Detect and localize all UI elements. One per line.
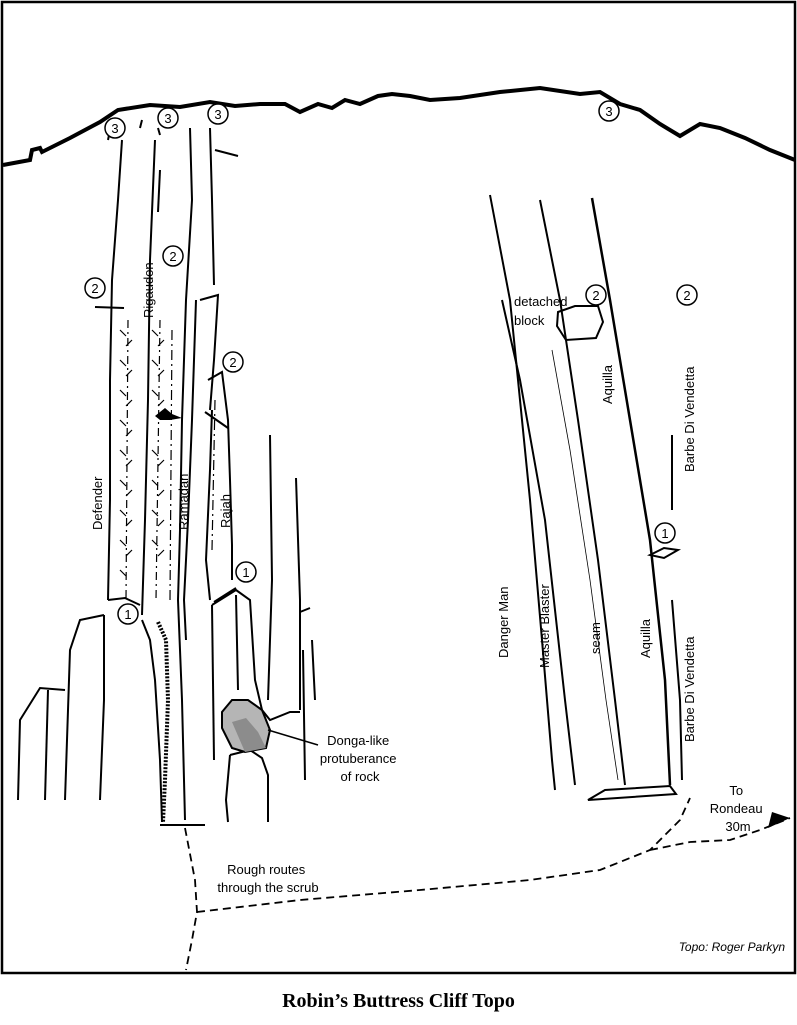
pitch-markers [84,100,698,625]
pitch-number: 3 [164,111,171,126]
diagram-border [0,0,797,975]
pitch-marker-3a [104,117,126,139]
route-label-rigaudon: Rigaudon [141,262,156,318]
annotation-donga: Donga-like protuberance of rock [320,733,400,784]
route-label-aquilla-upper: Aquilla [600,364,615,404]
route-label-danger-man: Danger Man [496,586,511,658]
pitch-marker-2c [222,351,244,373]
route-label-defender: Defender [90,476,105,530]
donga-leader-line [267,729,319,746]
route-label-ramadan: Ramadan [176,474,191,530]
route-label-barbe-lower: Barbe Di Vendetta [682,636,697,742]
route-label-barbe-upper: Barbe Di Vendetta [682,366,697,472]
arrow-to-rondeau [768,812,790,828]
pitch-marker-2b [162,245,184,267]
pitch-marker-3c [207,103,229,125]
bush-blob [155,408,182,420]
pitch-numbers: 3 3 3 3 2 2 2 2 2 1 1 1 [91,104,690,622]
seam-line [551,349,619,781]
pitch-number: 3 [605,104,612,119]
pitch-marker-2e [676,284,698,306]
cliff-topo-diagram: Defender Rigaudon Ramadan Rajah Danger M… [0,0,797,975]
pitch-number: 1 [124,607,131,622]
route-label-rajah: Rajah [218,494,233,528]
pitch-number: 2 [169,249,176,264]
pitch-marker-1c [654,522,676,544]
annotation-rough-routes: Rough routes through the scrub [217,862,318,895]
pitch-marker-1a [117,603,139,625]
pitch-number: 3 [214,107,221,122]
chimney-crack-texture [156,621,171,823]
defender-crack-hatching [119,319,216,601]
right-buttress-lines [489,194,683,801]
annotation-to-rondeau: To Rondeau 30m [710,783,766,834]
pitch-marker-2a [84,277,106,299]
figure-caption: Robin’s Buttress Cliff Topo [282,990,515,1012]
pitch-number: 3 [111,121,118,136]
donga-boulder [221,699,272,754]
pitch-marker-3d [598,100,620,122]
route-label-master-blaster: Master Blaster [537,584,552,668]
pitch-marker-2d [585,284,607,306]
pitch-marker-1b [235,561,257,583]
pitch-number: 1 [661,526,668,541]
ledge-rajah [213,587,237,603]
left-buttress-lines [17,119,316,826]
pitch-number: 2 [592,288,599,303]
pitch-number: 2 [683,288,690,303]
pitch-number: 2 [91,281,98,296]
pitch-number: 2 [229,355,236,370]
pitch-marker-3b [157,107,179,129]
credit-text: Topo: Roger Parkyn [679,940,786,954]
annotation-detached-block: detached block [514,294,571,328]
pitch-number: 1 [242,565,249,580]
cliff-top-outline [2,85,796,167]
ledge-left [94,306,125,309]
route-label-aquilla-lower: Aquilla [638,618,653,658]
route-label-seam: seam [588,622,603,654]
